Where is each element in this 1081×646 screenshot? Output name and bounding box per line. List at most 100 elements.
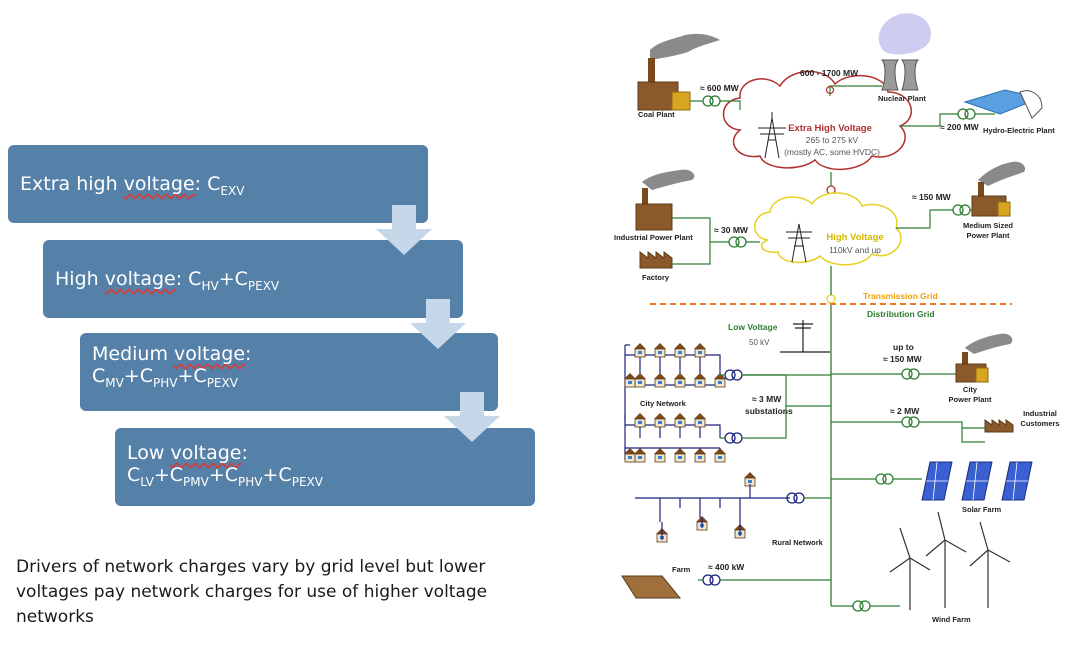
coal-transformer-icon (702, 95, 721, 107)
hv-range: 110kV and up (829, 245, 881, 255)
formula-term: +C (218, 268, 248, 290)
formula: CMV+CPHV+CPEXV (92, 365, 238, 390)
medium-plant-icon (971, 161, 1026, 217)
city-transformer-2-icon (724, 432, 743, 444)
formula-subscript: PHV (238, 475, 263, 489)
formula-term: +C (262, 464, 292, 486)
formula-term: +C (123, 365, 154, 387)
formula: CLV+CPMV+CPHV+CPEXV (127, 464, 323, 489)
formula-subscript: PHV (153, 376, 178, 390)
house-icon (654, 373, 666, 388)
city-up-to-label: up to (893, 342, 914, 352)
house-icon (694, 373, 706, 388)
industrial-plant-label: Industrial Power Plant (614, 233, 693, 242)
formula-subscript: PEXV (247, 279, 280, 293)
hv-distribution-junction-icon (826, 294, 836, 304)
formula-term: +C (208, 464, 239, 486)
city-plant-label-2: Power Plant (949, 395, 992, 404)
power-grid-diagram: Extra High Voltage 265 to 275 kV (mostly… (614, 13, 1060, 624)
industrial-customers-mw-label: ≈ 2 MW (890, 406, 920, 416)
house-icon (694, 413, 706, 428)
city-plant-label-1: City (963, 385, 978, 394)
formula-term: C (207, 173, 221, 195)
industrial-mw-label: ≈ 30 MW (714, 225, 749, 235)
house-icon (674, 448, 686, 463)
formula: CEXV (207, 173, 245, 198)
factory-icon (639, 251, 673, 269)
hv-pylon-icon (786, 223, 812, 263)
city-network-label: City Network (640, 399, 687, 408)
house-icon (674, 413, 686, 428)
ehv-pylon-icon (758, 112, 786, 159)
extra-high-voltage-cloud (722, 70, 912, 171)
industrial-plant-icon (635, 169, 695, 231)
down-arrow-2 (410, 299, 466, 349)
house-icon (634, 343, 646, 358)
nuclear-mw-label: 600 - 1700 MW (800, 68, 859, 78)
formula-subscript: EXV (220, 184, 245, 198)
hydro-plant-icon (963, 89, 1043, 119)
house-icon (634, 448, 646, 463)
extra-high-voltage-text: Extra high voltage: CEXV (20, 173, 245, 198)
house-icon (744, 472, 756, 487)
down-arrow-3 (444, 392, 500, 442)
farm-kw-label: ≈ 400 kW (708, 562, 745, 572)
medium-voltage-label: Medium voltage: (92, 343, 252, 365)
city-power-plant-icon (955, 333, 1013, 383)
note-text: Drivers of network charges vary by grid … (16, 557, 488, 627)
high-voltage-box: High voltage: CHV+CPEXV (43, 240, 463, 318)
house-icon (714, 373, 726, 388)
coal-plant-icon (637, 33, 720, 111)
house-icon (654, 343, 666, 358)
medium-mw-label: ≈ 150 MW (912, 192, 952, 202)
extra-high-voltage-box: Extra high voltage: CEXV (8, 145, 428, 223)
house-icon (654, 448, 666, 463)
industrial-customers-transformer-icon (901, 416, 920, 428)
formula-term: C (188, 268, 202, 290)
formula-term: C (127, 464, 141, 486)
low-voltage-box: Low voltage: CLV+CPMV+CPHV+CPEXV (115, 428, 535, 506)
ehv-range: 265 to 275 kV (806, 135, 859, 145)
medium-transformer-icon (952, 204, 971, 216)
high-voltage-text: High voltage: CHV+CPEXV (55, 268, 280, 293)
industrial-customers-label-1: Industrial (1023, 409, 1057, 418)
industrial-transformer-icon (728, 236, 747, 248)
ehv-title: Extra High Voltage (788, 123, 872, 134)
formula-subscript: PEXV (206, 376, 238, 390)
utility-pole-icon (780, 320, 830, 353)
wind-farm-label: Wind Farm (932, 615, 971, 624)
solar-panels-icon (921, 461, 1033, 501)
formula-subscript: MV (105, 376, 124, 390)
coal-plant-label: Coal Plant (638, 110, 675, 119)
distribution-grid-label: Distribution Grid (867, 309, 935, 319)
wind-turbines-icon (889, 511, 1011, 610)
nuclear-plant-icon (878, 13, 931, 91)
hydro-plant-label: Hydro-Electric Plant (983, 126, 1055, 135)
medium-voltage-formula: CMV+CPHV+CPEXV (92, 365, 498, 390)
house-icon (674, 343, 686, 358)
substations-label-1: ≈ 3 MW (752, 394, 782, 404)
substations-label-2: substations (745, 406, 793, 416)
medium-plant-label-2: Power Plant (967, 231, 1010, 240)
house-icon (624, 373, 636, 388)
low-voltage-label: Low voltage: (127, 442, 248, 464)
formula-subscript: PEXV (291, 475, 323, 489)
formula-term: C (92, 365, 106, 387)
transmission-grid-label: Transmission Grid (863, 291, 938, 301)
network-charges-note: Drivers of network charges vary by grid … (16, 555, 556, 630)
house-icon (694, 343, 706, 358)
house-icon (654, 413, 666, 428)
farm-transformer-icon (702, 574, 721, 586)
house-icon (694, 448, 706, 463)
formula: CHV+CPEXV (188, 268, 280, 293)
hydro-transformer-icon (957, 108, 976, 120)
formula-term: +C (153, 464, 184, 486)
house-icon (624, 448, 636, 463)
rural-network-label: Rural Network (772, 538, 824, 547)
ehv-note: (mostly AC, some HVDC) (784, 147, 880, 157)
hydro-mw-label: ≈ 200 MW (940, 122, 980, 132)
nuclear-plant-label: Nuclear Plant (878, 94, 926, 103)
low-voltage-formula: CLV+CPMV+CPHV+CPEXV (127, 464, 535, 489)
house-icon (634, 413, 646, 428)
city-plant-transformer-icon (901, 368, 920, 380)
